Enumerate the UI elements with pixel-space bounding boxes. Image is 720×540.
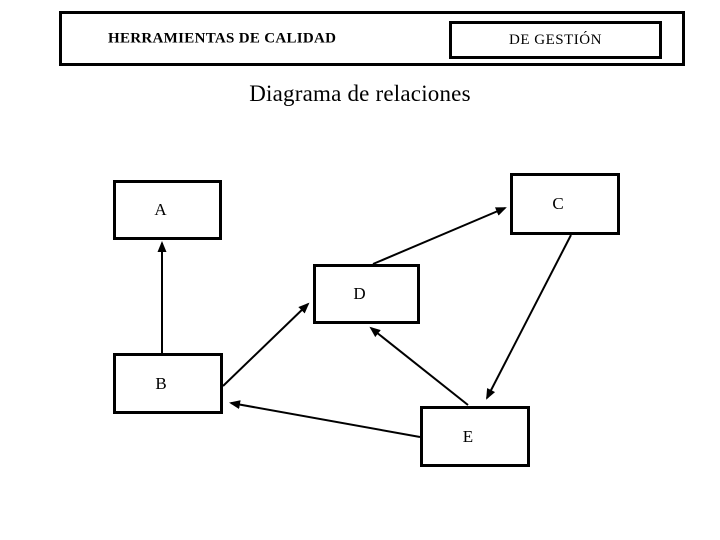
node-label: E: [462, 426, 474, 446]
page-title: Diagrama de relaciones: [249, 81, 471, 106]
diagram-node-c: C: [510, 173, 620, 235]
diagram-node-b: B: [113, 353, 223, 414]
node-label: B: [155, 373, 167, 393]
edge-d-to-c: [372, 207, 507, 265]
edge-e-to-d: [369, 326, 469, 406]
header-title: HERRAMIENTAS DE CALIDAD: [108, 30, 337, 46]
node-label: D: [353, 284, 366, 303]
edge-e-to-b: [229, 400, 421, 438]
edge-b-to-d: [222, 302, 310, 387]
diagram-node-a: A: [113, 180, 222, 240]
edge-c-to-e: [486, 234, 572, 400]
header-badge-box: DE GESTIÓN: [449, 21, 662, 59]
header-badge-label: DE GESTIÓN: [509, 31, 602, 48]
node-label: C: [552, 194, 564, 213]
diagram-node-d: D: [313, 264, 420, 324]
diagram-node-e: E: [420, 406, 530, 467]
header: HERRAMIENTAS DE CALIDAD DE GESTIÓN: [59, 11, 685, 66]
node-label: A: [154, 200, 167, 219]
